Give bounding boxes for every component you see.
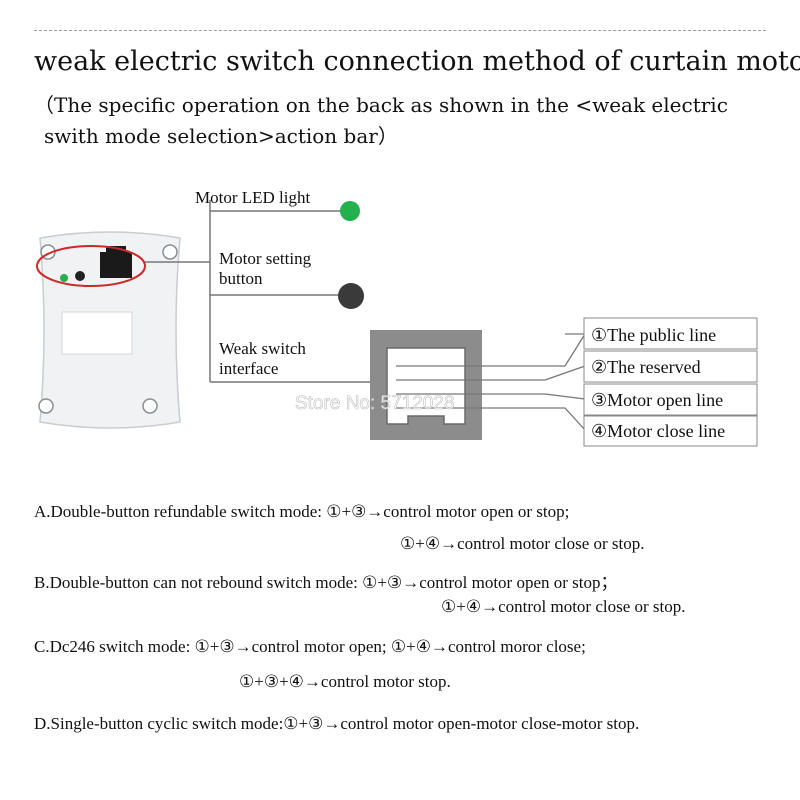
device-rj-socket-tab	[106, 246, 126, 254]
setting-label-line-1: Motor setting	[219, 249, 312, 268]
mode-b-line-2: ①+④→control motor close or stop.	[441, 597, 686, 616]
mode-c-line-1: C.Dc246 switch mode: ①+③→control motor o…	[34, 637, 586, 656]
device-rj-socket	[100, 252, 132, 278]
subtitle-line-1: （The specific operation on the back as s…	[34, 93, 728, 117]
led-label: Motor LED light	[195, 188, 310, 207]
mode-d-line-1: D.Single-button cyclic switch mode:①+③→c…	[34, 714, 640, 733]
page-title: weak electric switch connection method o…	[34, 46, 800, 77]
device-led-dot	[60, 274, 68, 282]
connector-lines	[145, 200, 372, 383]
motor-device	[36, 231, 181, 429]
device-label-panel	[61, 311, 133, 355]
top-dashed-divider	[34, 30, 766, 31]
motor-setting-button	[338, 283, 364, 309]
wire-3	[544, 393, 586, 400]
terminal-wires	[544, 333, 586, 431]
terminal-label-4: ④Motor close line	[591, 421, 725, 441]
mode-a-line-1: A.Double-button refundable switch mode: …	[34, 502, 570, 521]
interface-label-line-2: interface	[219, 359, 278, 378]
mode-a-line-2: ①+④→control motor close or stop.	[400, 534, 645, 553]
terminal-label-1: ①The public line	[591, 325, 716, 345]
wiring-diagram: Motor LED light Motor setting button Wea…	[36, 188, 758, 447]
setting-label-line-2: button	[219, 269, 263, 288]
wire-1	[545, 333, 586, 367]
terminal-labels: ①The public line ②The reserved ③Motor op…	[583, 317, 758, 447]
interface-label-line-1: Weak switch	[219, 339, 306, 358]
top-right-screw-hole	[162, 244, 178, 260]
mode-c-line-2: ①+③+④→control motor stop.	[239, 672, 451, 691]
wire-2	[544, 365, 586, 381]
bottom-right-screw-hole	[142, 398, 158, 414]
subtitle: （The specific operation on the back as s…	[34, 90, 774, 152]
terminal-label-3: ③Motor open line	[591, 390, 723, 410]
highlight-ellipse	[36, 245, 146, 287]
wire-4	[545, 407, 586, 431]
device-setting-button	[75, 271, 85, 281]
subtitle-line-2: swith mode selection>action bar）	[44, 124, 398, 148]
weak-switch-interface	[370, 330, 545, 440]
motor-led-light	[340, 201, 360, 221]
terminal-label-2: ②The reserved	[591, 357, 701, 377]
store-watermark: Store No: 5712028	[295, 393, 455, 414]
mode-b-line-1: B.Double-button can not rebound switch m…	[34, 573, 618, 592]
bottom-left-screw-hole	[38, 398, 54, 414]
